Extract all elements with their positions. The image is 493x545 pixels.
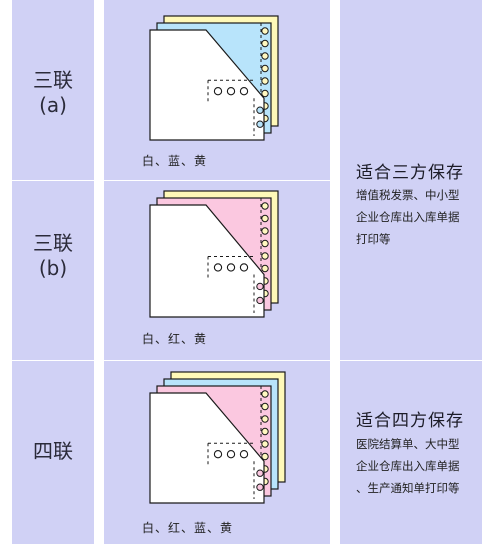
tractor-hole [261, 89, 269, 98]
tractor-hole [256, 106, 264, 114]
description-title: 适合四方保存 [356, 411, 464, 431]
punch-hole [226, 450, 236, 459]
tractor-hole [261, 202, 269, 210]
tractor-hole [256, 469, 264, 477]
tractor-hole [261, 27, 269, 35]
diagram-cell-a: 白、蓝、黄 [104, 0, 330, 180]
carbonless-paper-3a-diagram [149, 15, 279, 141]
tier-label-sub: (a) [39, 93, 67, 117]
punch-hole [226, 263, 236, 272]
tractor-hole [261, 227, 269, 235]
description-line: 、生产通知单打印等 [356, 481, 460, 495]
description-line: 增值税发票、中小型 [356, 188, 460, 202]
punch-hole [226, 87, 236, 96]
punch-hole [239, 87, 249, 96]
tractor-hole [261, 64, 269, 73]
tractor-hole [256, 120, 264, 128]
tier-label-4: 四联 [12, 439, 94, 464]
punch-hole [213, 450, 223, 459]
tractor-hole [261, 452, 269, 461]
punch-hole [213, 87, 223, 96]
description-cell-four: 适合四方保存 医院结算单、大中型 企业仓库出入库单据 、生产通知单打印等 [340, 361, 482, 544]
diagram-cell-c: 白、红、蓝、黄 [104, 361, 330, 544]
carbonless-paper-4-diagram [149, 371, 286, 504]
description-body: 增值税发票、中小型 企业仓库出入库单据 打印等 [356, 184, 480, 250]
tier-label-cell-a: 三联 (a) [12, 0, 94, 180]
tractor-hole [261, 52, 269, 60]
tractor-hole [256, 282, 264, 291]
tier-label-main: 四联 [33, 439, 73, 463]
description-line: 打印等 [356, 232, 391, 246]
tier-label-cell-c: 四联 [12, 361, 94, 544]
description-line: 医院结算单、大中型 [356, 437, 460, 451]
description-line: 企业仓库出入库单据 [356, 459, 460, 473]
diagram-cell-b: 白、红、黄 [104, 181, 330, 360]
tractor-hole [261, 77, 269, 85]
description-body: 医院结算单、大中型 企业仓库出入库单据 、生产通知单打印等 [356, 433, 480, 499]
tier-label-main: 三联 [33, 68, 73, 92]
front-sheet [149, 392, 265, 504]
description-line: 企业仓库出入库单据 [356, 210, 460, 224]
tractor-hole [261, 239, 269, 248]
tractor-hole [261, 390, 269, 398]
color-caption: 白、红、黄 [142, 332, 208, 346]
tractor-hole [261, 214, 269, 223]
tier-label-main: 三联 [33, 231, 73, 255]
tier-label-3a: 三联 (a) [12, 68, 94, 118]
tractor-hole [261, 427, 269, 436]
front-sheet [149, 204, 265, 318]
tractor-hole [256, 296, 264, 305]
color-caption: 白、蓝、黄 [142, 154, 208, 168]
tractor-hole [256, 483, 264, 491]
carbonless-paper-3b-diagram [149, 190, 279, 318]
description-cell-three: 适合三方保存 增值税发票、中小型 企业仓库出入库单据 打印等 [340, 0, 482, 360]
tier-label-sub: (b) [38, 256, 68, 280]
tractor-hole [261, 415, 269, 423]
tractor-hole [261, 264, 269, 273]
front-sheet [149, 29, 265, 141]
tractor-hole [261, 402, 269, 411]
punch-hole [213, 263, 223, 272]
description-title: 适合三方保存 [356, 163, 464, 183]
color-caption: 白、红、蓝、黄 [142, 521, 234, 535]
tractor-hole [261, 39, 269, 48]
tractor-hole [261, 440, 269, 448]
tier-label-cell-b: 三联 (b) [12, 181, 94, 360]
punch-hole [239, 263, 249, 272]
punch-hole [239, 450, 249, 459]
tractor-hole [261, 252, 269, 260]
tier-label-3b: 三联 (b) [12, 231, 94, 281]
